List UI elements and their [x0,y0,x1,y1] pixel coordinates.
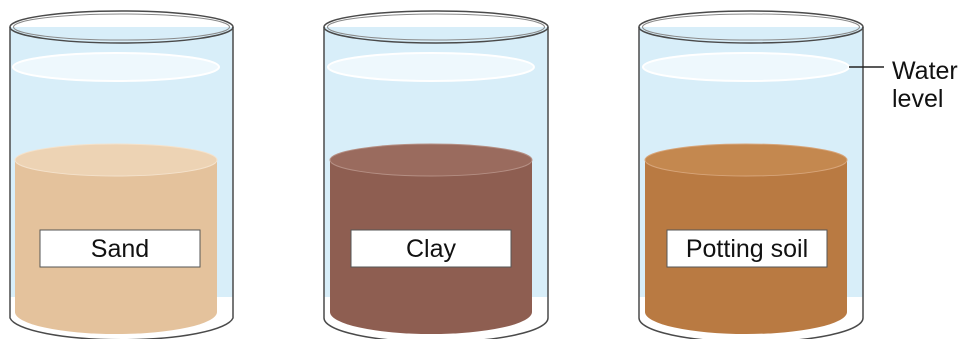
label-sand: Sand [91,235,149,263]
beaker-rim [638,10,864,44]
beaker-glass [638,27,864,339]
beaker-sand: Sand [9,10,234,339]
callout-water: Water [892,57,958,85]
label-box-sand [39,229,201,268]
water-surface [642,52,850,82]
potting-soil-top [644,143,848,177]
beaker-potting-soil: Potting soil [638,10,864,339]
water-surface [327,52,535,82]
water-surface [12,52,220,82]
water-level-callout: Water level [849,57,958,113]
beaker-rim-inner [642,13,860,41]
label-clay: Clay [406,235,457,263]
beaker-rim [323,10,549,44]
sand-top [14,143,218,177]
label-potting-soil: Potting soil [686,235,808,263]
beaker-rim-inner [13,13,230,41]
callout-level: level [892,85,943,113]
clay-top [329,143,533,177]
beaker-glass [9,27,234,339]
label-box-potting-soil [666,229,828,268]
beaker-rim-inner [327,13,545,41]
beaker-glass [323,27,549,339]
label-box-clay [350,229,512,268]
beaker-clay: Clay [323,10,549,339]
beaker-rim [9,10,234,44]
